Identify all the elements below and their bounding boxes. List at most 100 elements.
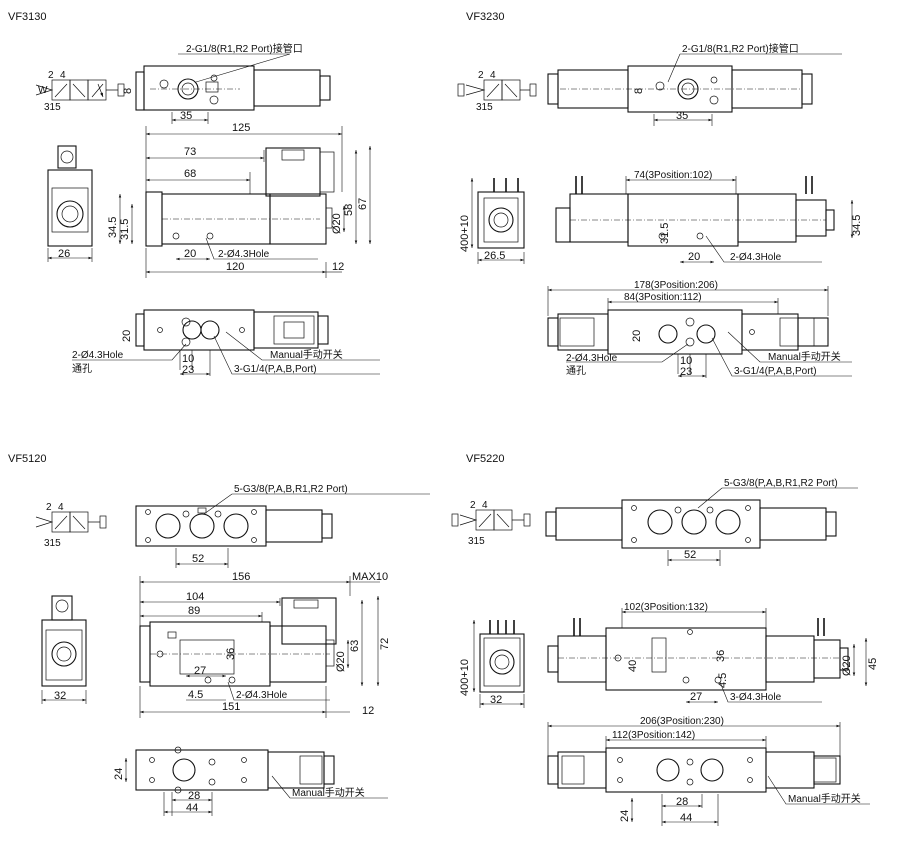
vf5120-bottom-view: 24 28 44 Manual手动开关 — [113, 746, 388, 816]
vf3230-bottom-view: 178(3Position:206) 84(3Position:112) 20 … — [547, 280, 852, 378]
dim-31-5: 31.5 — [659, 223, 671, 244]
dim-bottom-10: 10 — [680, 355, 692, 367]
symbol-port-a: 2 — [470, 500, 476, 511]
symbol-port-bottom: 315 — [468, 536, 485, 547]
dim-28: 28 — [676, 796, 688, 808]
dim-36: 36 — [225, 648, 237, 660]
dim-32: 32 — [54, 690, 66, 702]
dim-20: 20 — [688, 251, 700, 263]
front-hole: 2-Ø4.3Hole — [730, 252, 782, 263]
dim-400: 400+10 — [459, 659, 471, 696]
vf3230-valve-symbol: 2 4 315 — [457, 70, 537, 113]
dim-bottom-20: 20 — [121, 330, 133, 342]
dim-206: 206(3Position:230) — [640, 716, 724, 727]
top-callout: 5-G3/8(P,A,B,R1,R2 Port) — [234, 484, 348, 495]
vf5220-top-view: 5-G3/8(P,A,B,R1,R2 Port) 52 — [545, 478, 858, 566]
vf5120-side-view: 32 — [41, 595, 87, 704]
symbol-port-bottom: 315 — [44, 538, 61, 549]
dim-36: 36 — [715, 650, 727, 662]
dim-400: 400+10 — [459, 215, 471, 252]
vf3130-valve-symbol: 2 4 315 W — [35, 70, 125, 113]
bottom-ports: 3-G1/4(P,A,B,Port) — [234, 364, 317, 375]
dim-max10: MAX10 — [352, 571, 388, 583]
dim-125: 125 — [232, 122, 250, 134]
symbol-port-b: 4 — [60, 70, 66, 81]
dim-52: 52 — [192, 553, 204, 565]
dim-bottom-23: 23 — [182, 364, 194, 376]
dim-26-5: 26.5 — [484, 250, 505, 262]
dim-52: 52 — [684, 549, 696, 561]
bottom-manual: Manual手动开关 — [292, 786, 365, 799]
vf5220-title: VF5220 — [466, 453, 505, 465]
dim-4-5: 4.5 — [717, 673, 729, 688]
dim-12: 12 — [332, 261, 344, 273]
vf5220-front-view: 102(3Position:132) 40 36 4.5 27 3-Ø4.3Ho… — [547, 602, 879, 704]
vf3130-section: VF3130 2 4 315 W 8 — [8, 11, 380, 376]
symbol-port-bottom: 315 — [44, 102, 61, 113]
dim-156: 156 — [232, 571, 250, 583]
vf3130-top-view: 8 2-G1/8(R1,R2 Port)接管口 35 — [122, 42, 331, 124]
svg-text:W: W — [38, 85, 48, 96]
bottom-through: 通孔 — [566, 365, 586, 377]
vf5220-valve-symbol: 2 4 315 — [451, 500, 531, 547]
symbol-port-b: 4 — [490, 70, 496, 81]
dim-44: 44 — [186, 802, 198, 814]
dim-151: 151 — [222, 701, 240, 713]
symbol-port-a: 2 — [48, 70, 54, 81]
dim-45: 45 — [867, 658, 879, 670]
front-hole: 3-Ø4.3Hole — [730, 692, 782, 703]
vf5120-front-view: 156 MAX10 104 89 27 36 4.5 2-Ø4.3Hole 15… — [139, 571, 391, 718]
vf5120-title: VF5120 — [8, 453, 47, 465]
dim-dia20: Ø20 — [335, 651, 347, 672]
dim-44: 44 — [680, 812, 692, 824]
symbol-port-bottom: 315 — [476, 102, 493, 113]
dim-112: 112(3Position:142) — [612, 730, 695, 741]
top-callout: 2-G1/8(R1,R2 Port)接管口 — [682, 42, 799, 55]
dim-84: 84(3Position:112) — [624, 292, 702, 303]
vf5120-top-view: 5-G3/8(P,A,B,R1,R2 Port) 52 — [135, 484, 430, 568]
bottom-hole: 2-Ø4.3Hole — [566, 353, 618, 364]
dim-63: 63 — [349, 640, 361, 652]
dim-27: 27 — [690, 691, 702, 703]
dim-28: 28 — [188, 790, 200, 802]
dim-58: 58 — [343, 204, 355, 216]
symbol-port-a: 2 — [478, 70, 484, 81]
dim-27: 27 — [194, 665, 206, 677]
dim-dia20: Ø20 — [331, 213, 343, 234]
dim-178: 178(3Position:206) — [634, 280, 718, 291]
dim-26: 26 — [58, 248, 70, 260]
dim-120: 120 — [226, 261, 244, 273]
vf3230-section: VF3230 2 4 315 8 2-G1/8(R1, — [457, 11, 863, 378]
bottom-ports: 3-G1/4(P,A,B,Port) — [734, 366, 817, 377]
dim-31-5: 31.5 — [119, 219, 131, 240]
dim-104: 104 — [186, 591, 204, 603]
dim-72: 72 — [379, 638, 391, 650]
dim-8: 8 — [122, 88, 134, 94]
dim-8: 8 — [633, 88, 645, 94]
dim-bottom-23: 23 — [680, 366, 692, 378]
vf3230-side-view: 400+10 26.5 — [459, 178, 525, 264]
dim-74: 74(3Position:102) — [634, 170, 712, 181]
top-callout: 5-G3/8(P,A,B,R1,R2 Port) — [724, 478, 838, 489]
symbol-port-a: 2 — [46, 502, 52, 513]
vf3230-front-view: 74(3Position:102) 31.5 20 2-Ø4.3Hole 34.… — [555, 170, 863, 264]
dim-102: 102(3Position:132) — [624, 602, 708, 613]
bottom-through: 通孔 — [72, 363, 92, 375]
dim-12: 12 — [362, 705, 374, 717]
vf3130-front-view: 125 73 68 20 2-Ø4.3Hole 120 12 34.5 31.5 — [107, 122, 372, 278]
symbol-port-b: 4 — [58, 502, 64, 513]
dim-dia20: Ø20 — [841, 655, 853, 676]
vf3130-bottom-view: 20 10 23 2-Ø4.3Hole 通孔 Manual手动开关 3-G1/4… — [72, 309, 380, 376]
dim-bottom-10: 10 — [182, 353, 194, 365]
dim-73: 73 — [184, 146, 196, 158]
dim-bottom-20: 20 — [631, 330, 643, 342]
dim-35: 35 — [676, 110, 688, 122]
dim-24: 24 — [619, 810, 631, 822]
vf5220-side-view: 400+10 32 — [459, 620, 525, 708]
dim-35: 35 — [180, 110, 192, 122]
bottom-hole: 2-Ø4.3Hole — [72, 350, 124, 361]
dim-68: 68 — [184, 168, 196, 180]
symbol-port-b: 4 — [482, 500, 488, 511]
